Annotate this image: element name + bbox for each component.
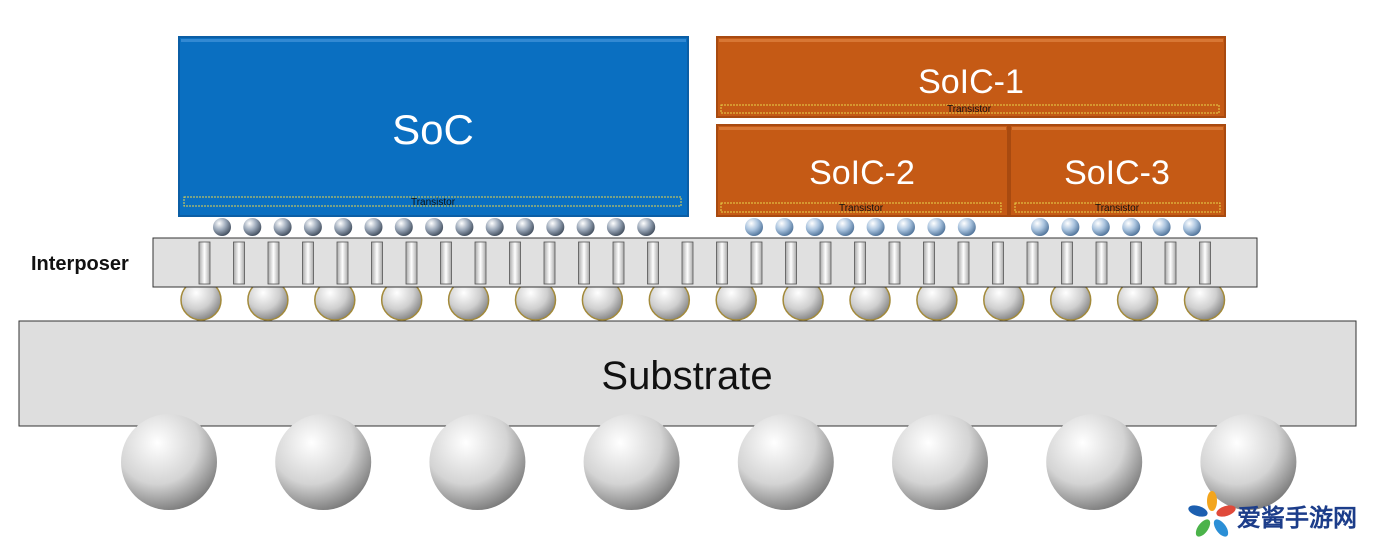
micro-bump bbox=[243, 218, 262, 236]
micro-bump bbox=[897, 218, 915, 236]
tsv-via bbox=[888, 241, 901, 285]
soic3-label: SoIC-3 bbox=[1064, 154, 1170, 192]
micro-bump bbox=[1152, 218, 1171, 236]
tsv-via bbox=[992, 241, 1004, 285]
micro-bump bbox=[606, 218, 625, 236]
bga-ball bbox=[1200, 414, 1297, 510]
soc-label: SoC bbox=[392, 106, 474, 153]
bga-ball bbox=[275, 414, 372, 510]
micro-bump bbox=[364, 218, 383, 236]
micro-bump bbox=[836, 218, 855, 236]
tsv-via bbox=[302, 241, 314, 285]
tsv-via bbox=[923, 241, 935, 285]
micro-bump bbox=[516, 218, 534, 236]
micro-bump bbox=[1122, 218, 1141, 236]
bga-balls bbox=[121, 414, 1297, 510]
micro-bump bbox=[213, 218, 231, 236]
tsv-via bbox=[819, 241, 832, 285]
micro-bump bbox=[866, 218, 885, 236]
tsv-via bbox=[1061, 241, 1073, 285]
tsv-via bbox=[440, 241, 452, 285]
substrate-block bbox=[18, 320, 1357, 427]
micro-bump bbox=[273, 218, 292, 236]
through-silicon-vias bbox=[198, 241, 1211, 285]
micro-bump bbox=[485, 218, 504, 236]
tsv-via bbox=[750, 241, 763, 285]
tsv-via bbox=[1130, 241, 1142, 285]
tsv-via bbox=[509, 241, 521, 285]
soc-transistor-layer bbox=[183, 196, 682, 207]
bga-ball bbox=[429, 414, 526, 510]
tsv-via bbox=[578, 241, 590, 285]
soic2-label: SoIC-2 bbox=[809, 154, 915, 192]
micro-bump bbox=[1183, 218, 1201, 236]
soic2-transistor-layer bbox=[720, 202, 1002, 213]
micro-bump bbox=[1091, 218, 1110, 236]
micro-bump bbox=[334, 218, 353, 236]
tsv-via bbox=[612, 241, 625, 285]
flower-logo-icon bbox=[1188, 491, 1236, 537]
soic1-transistor-label: Transistor bbox=[947, 104, 992, 115]
micro-bump bbox=[957, 218, 976, 236]
tsv-via bbox=[1199, 241, 1211, 285]
micro-bump bbox=[775, 218, 794, 236]
micro-bump bbox=[745, 218, 763, 236]
tsv-via bbox=[371, 241, 383, 285]
tsv-via bbox=[474, 241, 487, 285]
tsv-via bbox=[267, 241, 280, 285]
substrate-label: Substrate bbox=[601, 354, 772, 398]
tsv-via bbox=[233, 241, 245, 285]
micro-bump bbox=[546, 218, 565, 236]
soc-die bbox=[178, 36, 689, 217]
micro-bump bbox=[455, 218, 474, 236]
soic3-die bbox=[1009, 124, 1226, 217]
tsv-via bbox=[543, 241, 556, 285]
micro-bump bbox=[394, 218, 413, 236]
soc-transistor-label: Transistor bbox=[411, 197, 456, 208]
tsv-via bbox=[785, 241, 797, 285]
soic1-label: SoIC-1 bbox=[918, 63, 1024, 101]
micro-bump bbox=[637, 218, 656, 236]
watermark-text: 爱酱手游网 bbox=[1237, 504, 1357, 532]
soic2-transistor-label: Transistor bbox=[839, 203, 884, 214]
bga-ball bbox=[737, 414, 834, 510]
soic1-transistor-layer bbox=[720, 104, 1220, 114]
tsv-via bbox=[957, 241, 970, 285]
tsv-via bbox=[681, 241, 694, 285]
soic1-die bbox=[716, 36, 1226, 118]
bga-ball bbox=[121, 414, 217, 510]
soic3-transistor-layer bbox=[1014, 202, 1221, 213]
interposer-label: Interposer bbox=[31, 253, 129, 275]
micro-bump bbox=[425, 218, 444, 236]
bga-ball bbox=[583, 414, 680, 510]
bga-ball bbox=[1046, 414, 1143, 510]
micro-bumps bbox=[213, 218, 1201, 236]
micro-bump bbox=[1031, 218, 1049, 236]
tsv-via bbox=[854, 241, 866, 285]
tsv-via bbox=[1095, 241, 1108, 285]
interposer-block bbox=[152, 237, 1258, 288]
micro-bump bbox=[927, 218, 946, 236]
micro-bump bbox=[1061, 218, 1080, 236]
soic2-die bbox=[716, 124, 1009, 217]
tsv-via bbox=[198, 241, 211, 285]
soic3-transistor-label: Transistor bbox=[1095, 203, 1140, 214]
micro-bump bbox=[576, 218, 595, 236]
tsv-via bbox=[1164, 241, 1177, 285]
watermark: 爱酱手游网 bbox=[1188, 491, 1357, 537]
tsv-via bbox=[405, 241, 418, 285]
tsv-via bbox=[647, 241, 659, 285]
tsv-via bbox=[1026, 241, 1039, 285]
tsv-via bbox=[336, 241, 349, 285]
c4-bumps bbox=[180, 279, 1226, 321]
tsv-via bbox=[716, 241, 728, 285]
micro-bump bbox=[805, 218, 824, 236]
micro-bump bbox=[303, 218, 322, 236]
bga-ball bbox=[892, 414, 988, 510]
